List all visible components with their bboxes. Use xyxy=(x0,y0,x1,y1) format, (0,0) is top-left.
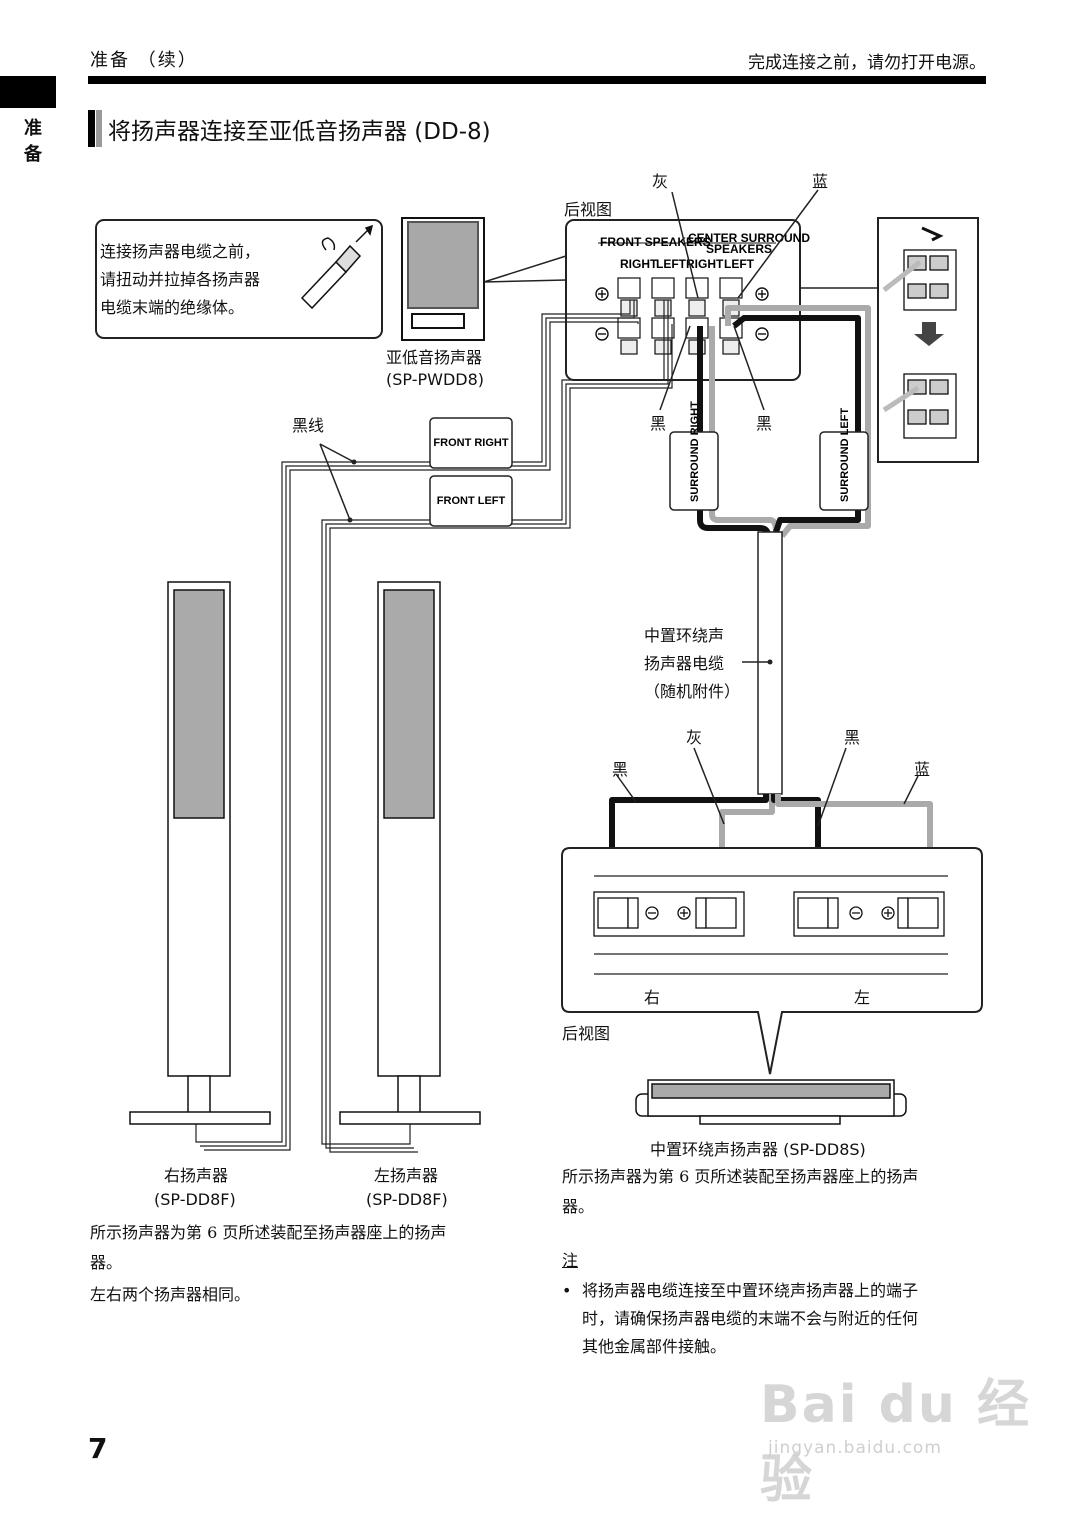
right-speaker-name: 右扬声器 xyxy=(164,1166,229,1185)
center-left-label: 左 xyxy=(854,988,871,1007)
callout-box xyxy=(95,219,383,339)
note-line2: 时，请确保扬声器电缆的末端不会与附近的任何 xyxy=(582,1309,919,1328)
tag-surround-left xyxy=(819,431,869,511)
callout-line1: 连接扬声器电缆之前， xyxy=(100,242,261,261)
subwoofer xyxy=(401,217,485,341)
section-title: 将扬声器连接至亚低音扬声器 (DD-8) xyxy=(108,119,491,145)
page-number: 7 xyxy=(88,1432,108,1465)
center-terminals xyxy=(593,891,945,937)
center-speaker xyxy=(635,1079,907,1125)
tag-surround-left-text: SURROUND LEFT xyxy=(839,408,851,502)
callout-line3: 电缆末端的绝缘体。 xyxy=(100,298,245,317)
left-speaker-name: 左扬声器 xyxy=(374,1166,439,1185)
right-para-line1: 所示扬声器为第 6 页所述装配至扬声器座上的扬声 xyxy=(562,1167,919,1186)
panel-polarity xyxy=(595,287,769,341)
panel-right-2: RIGHT xyxy=(686,257,724,271)
wire-strip-icon xyxy=(300,224,374,310)
header-left: 准备 （续） xyxy=(90,50,198,71)
terminal-detail-before xyxy=(882,226,957,311)
subwoofer-name: 亚低音扬声器 xyxy=(386,348,483,367)
cable-line2: 扬声器电缆 xyxy=(644,654,725,673)
side-tab xyxy=(0,76,56,108)
right-para-line2: 器。 xyxy=(562,1197,595,1216)
panel-right-1: RIGHT xyxy=(620,257,658,271)
right-speaker-model: (SP-DD8F) xyxy=(154,1190,236,1209)
black-wire-label: 黑线 xyxy=(292,416,325,435)
subwoofer-model: (SP-PWDD8) xyxy=(386,370,484,389)
down-arrow-icon xyxy=(914,322,944,346)
section-marker xyxy=(88,110,95,147)
header-right: 完成连接之前，请勿打开电源。 xyxy=(748,53,986,73)
watermark-url: jingyan.baidu.com xyxy=(768,1438,942,1458)
note-line1: 将扬声器电缆连接至中置环绕声扬声器上的端子 xyxy=(582,1281,919,1300)
tag-front-left xyxy=(429,475,513,527)
watermark-logo: Bai du 经验 xyxy=(760,1375,1031,1510)
center-speaker-name: 中置环绕声扬声器 (SP-DD8S) xyxy=(650,1140,866,1159)
tag-surround-right-text: SURROUND RIGHT xyxy=(689,401,701,502)
front-speaker-right xyxy=(129,581,271,1125)
label-black-right: 黑 xyxy=(756,414,773,433)
panel-left-1: LEFT xyxy=(656,257,687,271)
terminal-detail-after xyxy=(882,373,957,439)
callout-line2: 请扭动并拉掉各扬声器 xyxy=(100,270,261,289)
bottom-label-blue: 蓝 xyxy=(914,760,931,779)
panel-left-2: LEFT xyxy=(724,257,755,271)
tag-front-right xyxy=(429,417,513,469)
left-para1-line1: 所示扬声器为第 6 页所述装配至扬声器座上的扬声 xyxy=(90,1223,447,1242)
bottom-label-gray: 灰 xyxy=(686,728,703,747)
panel-speakers: SPEAKERS xyxy=(706,242,772,256)
rear-view-top-label: 后视图 xyxy=(564,200,613,219)
left-para2: 左右两个扬声器相同。 xyxy=(90,1285,251,1304)
label-gray-top: 灰 xyxy=(652,172,669,191)
rear-view-bottom-label: 后视图 xyxy=(562,1024,611,1043)
tag-surround-right xyxy=(669,431,719,511)
label-black-left: 黑 xyxy=(650,414,667,433)
cable-line3: （随机附件） xyxy=(644,682,741,701)
center-right-label: 右 xyxy=(644,988,661,1007)
note-bullet: • xyxy=(562,1281,572,1300)
front-speaker-left xyxy=(339,581,481,1125)
bottom-label-black-left: 黑 xyxy=(612,760,629,779)
side-label: 准备 xyxy=(24,118,42,165)
header-rule xyxy=(88,76,986,84)
note-heading: 注 xyxy=(562,1251,579,1270)
bottom-label-black-right: 黑 xyxy=(844,728,861,747)
left-para1-line2: 器。 xyxy=(90,1253,123,1272)
note-line3: 其他金属部件接触。 xyxy=(582,1337,727,1356)
cable-line1: 中置环绕声 xyxy=(644,626,725,645)
section-marker-gray xyxy=(96,110,102,147)
center-rear-panel xyxy=(561,847,983,1075)
tag-front-left-text: FRONT LEFT xyxy=(437,495,506,507)
tag-front-right-text: FRONT RIGHT xyxy=(433,437,508,449)
label-blue-top: 蓝 xyxy=(812,172,829,191)
left-speaker-model: (SP-DD8F) xyxy=(366,1190,448,1209)
